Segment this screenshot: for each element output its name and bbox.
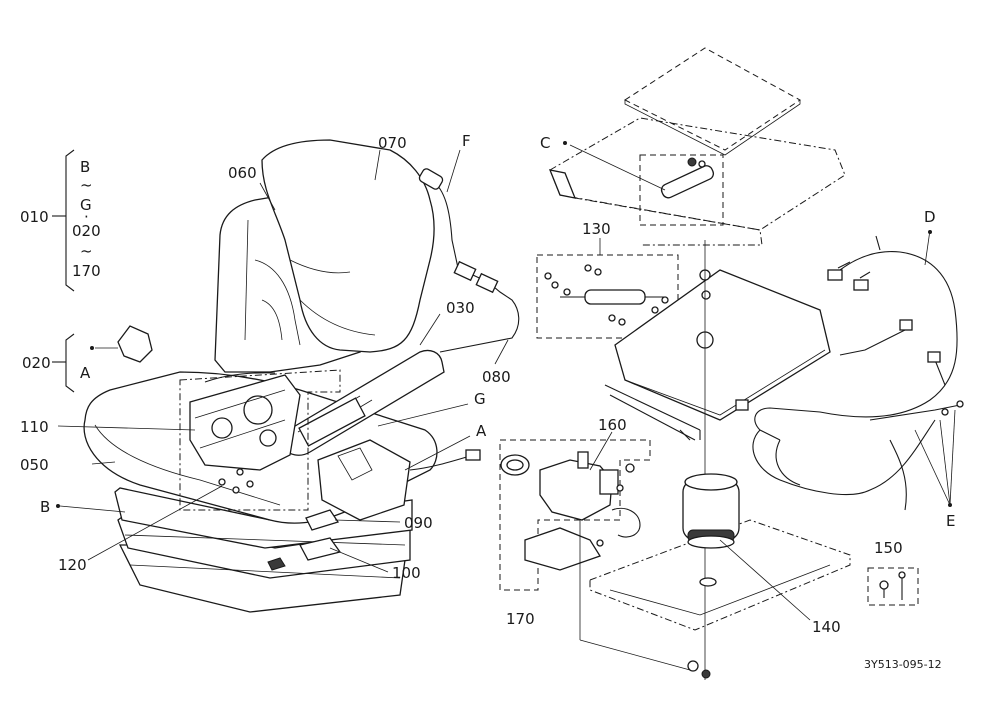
label-090: 090 <box>404 514 433 532</box>
label-b-side: B <box>40 498 50 516</box>
label-140: 140 <box>812 618 841 636</box>
backrest-pad <box>261 139 435 353</box>
bracket-010 <box>52 149 75 393</box>
label-g-bracket: G <box>80 196 92 214</box>
label-tilde-2: ~ <box>80 242 93 260</box>
air-spring-140 <box>589 473 851 679</box>
label-bracket-170: 170 <box>72 262 101 280</box>
label-020: 020 <box>22 354 51 372</box>
label-a-right: A <box>476 422 487 440</box>
callouts: B ~ G · 020 ~ 170 010 020 A 060 070 F 03… <box>20 132 955 671</box>
label-080: 080 <box>482 368 511 386</box>
label-050: 050 <box>20 456 49 474</box>
harness-d <box>735 229 964 511</box>
label-b-bracket: B <box>80 158 90 176</box>
seat-assembly <box>83 139 481 613</box>
label-170: 170 <box>506 610 535 628</box>
lever-090 <box>305 509 340 531</box>
label-070: 070 <box>378 134 407 152</box>
label-c: C <box>540 134 550 152</box>
label-e: E <box>946 512 955 530</box>
scissor-frame <box>604 240 831 680</box>
cable-f <box>418 168 520 353</box>
label-100: 100 <box>392 564 421 582</box>
label-030: 030 <box>446 299 475 317</box>
bolts-120 <box>218 468 254 494</box>
label-120: 120 <box>58 556 87 574</box>
control-box <box>317 439 411 521</box>
label-f: F <box>462 132 471 150</box>
leaders-left <box>56 149 509 573</box>
label-a-left: A <box>80 364 91 382</box>
label-010: 010 <box>20 208 49 226</box>
label-060: 060 <box>228 164 257 182</box>
label-bracket-020: 020 <box>72 222 101 240</box>
bolt-box-150 <box>867 567 919 606</box>
drawing-code: 3Y513-095-12 <box>864 658 942 671</box>
pump-160 <box>499 431 691 671</box>
label-150: 150 <box>874 539 903 557</box>
mechanism-110 <box>179 369 341 511</box>
label-g-side: G <box>474 390 486 408</box>
label-bullet: · <box>84 208 89 226</box>
label-110: 110 <box>20 418 49 436</box>
clip-020 <box>117 325 153 363</box>
seat-base-top <box>114 487 413 549</box>
label-160: 160 <box>598 416 627 434</box>
upper-plates <box>548 47 846 246</box>
label-tilde-1: ~ <box>80 176 93 194</box>
label-d: D <box>924 208 936 226</box>
label-130: 130 <box>582 220 611 238</box>
